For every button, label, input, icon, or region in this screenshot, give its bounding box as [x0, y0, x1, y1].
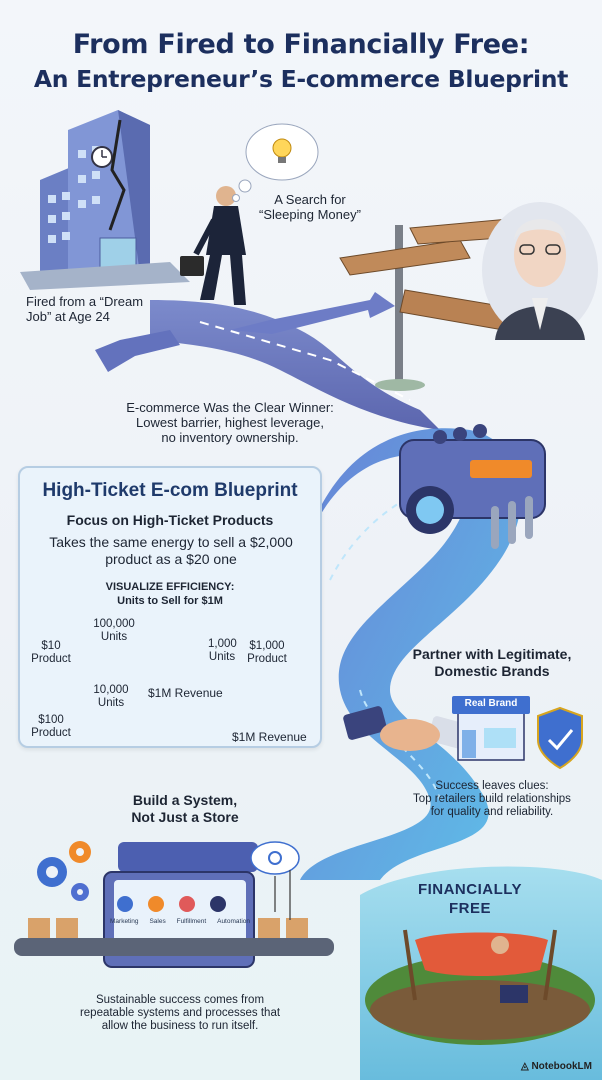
clues-heading: Success leaves clues:	[435, 780, 549, 792]
ten-units-label: Units	[100, 631, 128, 643]
funnel-machine-illustration	[399, 424, 546, 549]
thousand-label: Product	[247, 653, 287, 665]
automation-machine-illustration	[14, 841, 334, 968]
blueprint-description: Takes the same energy to sell a $2,000 p…	[36, 534, 306, 568]
financially-free-label: FINANCIALLY FREE	[410, 880, 530, 918]
search-line-1: A Search for	[274, 192, 346, 207]
hundred-product-label: $100 Product	[26, 714, 76, 740]
step-marketing: Marketing	[110, 918, 139, 925]
blueprint-panel: High-Ticket E-com Blueprint Focus on Hig…	[18, 466, 322, 748]
clues-line-2: for quality and reliability.	[430, 806, 554, 818]
thousand-price: $1,000	[249, 640, 285, 652]
step-sales: Sales	[149, 918, 166, 925]
winner-heading: E-commerce Was the Clear Winner:	[126, 400, 334, 415]
fired-line-1: Fired from a “Dream	[26, 294, 144, 309]
visualize-label: VISUALIZE EFFICIENCY:	[105, 581, 235, 593]
partner-heading-line-2: Domestic Brands	[434, 663, 550, 679]
hundred-units: 10,000 Units	[86, 684, 136, 710]
system-footer: Sustainable success comes from repeatabl…	[30, 994, 330, 1033]
blueprint-title: High-Ticket E-com Blueprint	[42, 480, 298, 501]
fired-caption: Fired from a “Dream Job” at Age 24	[26, 294, 143, 324]
blueprint-desc-line-2: product as a $20 one	[105, 551, 237, 567]
system-footer-line-3: allow the business to run itself.	[101, 1020, 259, 1032]
thousand-units: 1,000 Units	[208, 638, 237, 664]
investor-portrait	[482, 202, 598, 340]
revenue-left: $1M Revenue	[148, 686, 223, 700]
free-line: FREE	[448, 900, 491, 917]
system-steps: Marketing Sales Fulfillment Automation	[110, 918, 250, 925]
watermark-text: NotebookLM	[531, 1061, 592, 1072]
notebooklm-watermark: ◬ NotebookLM	[521, 1061, 592, 1072]
island-illustration	[360, 866, 602, 1080]
ten-units-value: 100,000	[93, 618, 135, 630]
partner-heading-line-1: Partner with Legitimate,	[412, 646, 572, 662]
title-line-1: From Fired to Financially Free:	[72, 29, 530, 60]
partner-heading: Partner with Legitimate, Domestic Brands	[392, 646, 592, 680]
page-title: From Fired to Financially Free: An Entre…	[0, 28, 602, 96]
notebooklm-logo-icon: ◬	[520, 1061, 532, 1072]
thousand-units-value: 1,000	[208, 638, 237, 650]
system-heading-line-1: Build a System,	[132, 792, 238, 808]
ten-product-label: $10 Product	[26, 640, 76, 666]
winding-road	[95, 292, 440, 430]
title-line-2: An Entrepreneur’s E-commerce Blueprint	[33, 65, 569, 93]
handshake-illustration	[343, 706, 472, 751]
fired-line-2: Job” at Age 24	[26, 309, 110, 324]
thousand-units-label: Units	[208, 651, 236, 663]
clues-caption: Success leaves clues: Top retailers buil…	[392, 780, 592, 819]
hundred-label: Product	[31, 727, 71, 739]
visualize-heading: VISUALIZE EFFICIENCY: Units to Sell for …	[20, 580, 320, 608]
thousand-product-label: $1,000 Product	[244, 640, 290, 666]
storefront-illustration	[452, 696, 583, 770]
system-heading: Build a System, Not Just a Store	[100, 792, 270, 826]
search-line-2: “Sleeping Money”	[259, 207, 361, 222]
office-buildings-illustration	[20, 110, 190, 290]
system-footer-line-1: Sustainable success comes from	[95, 994, 265, 1006]
step-automation: Automation	[217, 918, 250, 925]
winner-line-2: no inventory ownership.	[161, 430, 299, 445]
system-heading-line-2: Not Just a Store	[131, 809, 239, 825]
clues-line-1: Top retailers build relationships	[413, 793, 571, 805]
store-sign: Real Brand	[464, 698, 518, 709]
ten-units: 100,000 Units	[86, 618, 142, 644]
blueprint-subtitle: Focus on High-Ticket Products	[66, 512, 274, 528]
visualize-sublabel: Units to Sell for $1M	[117, 595, 223, 607]
blueprint-desc-line-1: Takes the same energy to sell a $2,000	[49, 534, 293, 550]
ten-price: $10	[41, 640, 61, 652]
hundred-price: $100	[38, 714, 64, 726]
search-caption: A Search for “Sleeping Money”	[240, 192, 380, 222]
revenue-right: $1M Revenue	[232, 730, 307, 744]
step-fulfillment: Fulfillment	[176, 918, 207, 925]
system-footer-line-2: repeatable systems and processes that	[79, 1007, 281, 1019]
hundred-units-label: Units	[97, 697, 125, 709]
financially-line: FINANCIALLY	[417, 881, 523, 898]
hundred-units-value: 10,000	[93, 684, 129, 696]
winner-caption: E-commerce Was the Clear Winner: Lowest …	[60, 400, 400, 445]
winner-line-1: Lowest barrier, highest leverage,	[136, 415, 324, 430]
ten-label: Product	[31, 653, 71, 665]
businessman-illustration	[180, 186, 246, 305]
thought-bubble-lightbulb	[232, 123, 319, 202]
